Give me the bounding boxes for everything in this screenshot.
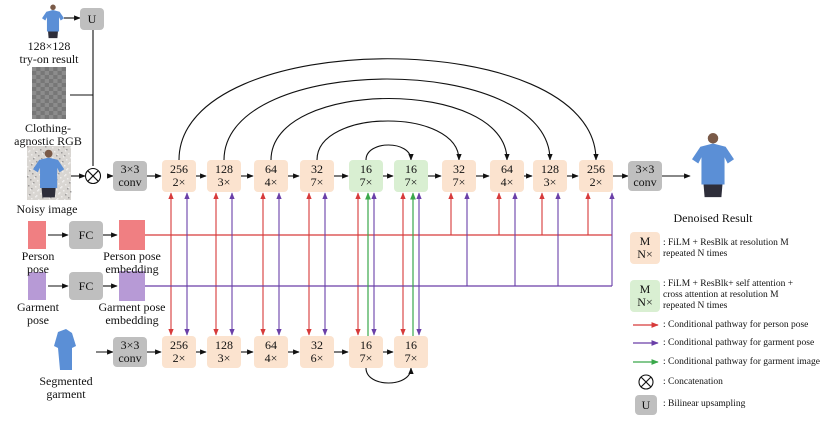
fc-garment-box: FC [69,272,103,300]
legend-concat-text: : Concatenation [663,377,723,387]
fc-person-box: FC [69,221,103,249]
legend-peach-text: : FiLM + ResBlk at resolution M repeated… [663,238,789,259]
legend-purple-text: : Conditional pathway for garment pose [663,338,815,348]
noisy-label: Noisy image [16,202,78,216]
denoised-label: Denoised Result [673,211,753,225]
legend-green-text: : FiLM + ResBlk+ self attention + cross … [663,279,794,311]
legend-red-text: : Conditional pathway for person pose [663,320,809,330]
upsample-box: U [80,8,104,30]
shirt-icon [42,4,64,39]
legend-green-path-text: : Conditional pathway for garment image [663,357,820,367]
person-pose-icon [28,221,46,249]
legend-upsample-text: : Bilinear upsampling [663,399,746,409]
person-pose-embedding-icon [119,220,145,250]
garment-pose-icon [28,272,46,300]
agnostic-label: Clothing-agnostic RGB [14,121,82,148]
agnostic-icon [32,67,66,119]
noisy-shirt [33,149,65,198]
garment-icon [54,329,76,370]
result-shirt-icon [692,133,734,198]
legend-upsample-symbol: U [635,395,657,415]
garment-pose-embedding-icon [119,271,145,301]
